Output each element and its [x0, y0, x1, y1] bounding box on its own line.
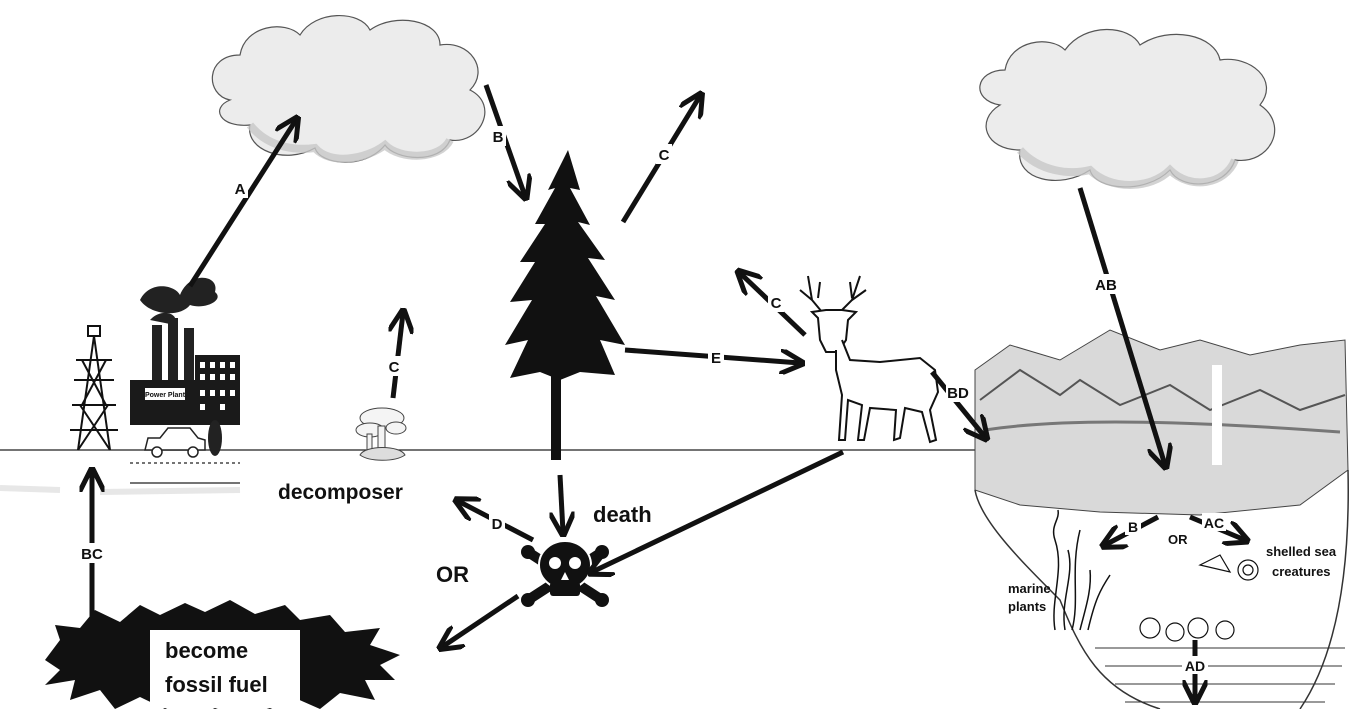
- shell-icon: [1139, 554, 1259, 642]
- arrow-c-decomposer: [393, 313, 403, 399]
- arrow-bd: [930, 370, 985, 437]
- cloud-icon: [979, 28, 1276, 189]
- arrow-b-label: B: [493, 129, 504, 146]
- or-ocean-label: OR: [1168, 532, 1188, 547]
- arrow-ab-label: AB: [1095, 277, 1117, 294]
- arrow-or: [442, 593, 520, 647]
- fossil-fuel-label-line2: fossil fuel: [165, 672, 268, 697]
- arrow-e-label: E: [711, 350, 721, 367]
- marine-plants-label-line1: marine: [1008, 581, 1051, 596]
- mushroom-icon: [355, 407, 407, 461]
- power-plant-icon: Power Plant: [130, 277, 240, 456]
- decomposer-label: decomposer: [278, 481, 403, 504]
- death-label: death: [593, 502, 652, 527]
- shelled-creatures-label-line2: creatures: [1272, 564, 1331, 579]
- cloud-icon: [211, 15, 486, 163]
- shelled-creatures-label-line1: shelled sea: [1266, 544, 1337, 559]
- fossil-fuel-label-line1: become: [165, 638, 248, 663]
- skull-crossbones-icon: [521, 540, 609, 607]
- arrow-bc-label: BC: [81, 546, 103, 563]
- arrow-deer-death: [592, 449, 845, 572]
- tree-icon: [505, 150, 625, 460]
- arrow-death: [560, 474, 563, 532]
- arrow-bd-label: BD: [947, 385, 969, 402]
- deer-icon: [799, 275, 940, 444]
- fossil-fuel-blob-icon: [45, 600, 400, 709]
- or-label: OR: [436, 562, 469, 587]
- marine-plants-label-line2: plants: [1008, 599, 1046, 614]
- arrow-a: [187, 120, 296, 288]
- power-plant-sign: Power Plant: [145, 392, 186, 399]
- arrow-c-tree-label: C: [659, 147, 670, 164]
- arrow-c-deer-label: C: [771, 295, 782, 312]
- arrow-ac-label: AC: [1204, 515, 1224, 531]
- car-icon: [144, 427, 206, 458]
- seaweed-icon: [1052, 509, 1111, 631]
- lake-mountains-icon: [974, 329, 1349, 709]
- oil-derrick-icon: [70, 325, 118, 451]
- sea-floor-lines: [1095, 647, 1345, 703]
- arrow-d-label: D: [492, 516, 503, 533]
- arrow-b-ocean-label: B: [1128, 519, 1138, 535]
- arrow-c-decomposer-label: C: [389, 359, 400, 376]
- arrow-ab: [1077, 187, 1165, 465]
- arrow-ad-label: AD: [1185, 658, 1205, 674]
- arrow-a-label: A: [235, 181, 246, 198]
